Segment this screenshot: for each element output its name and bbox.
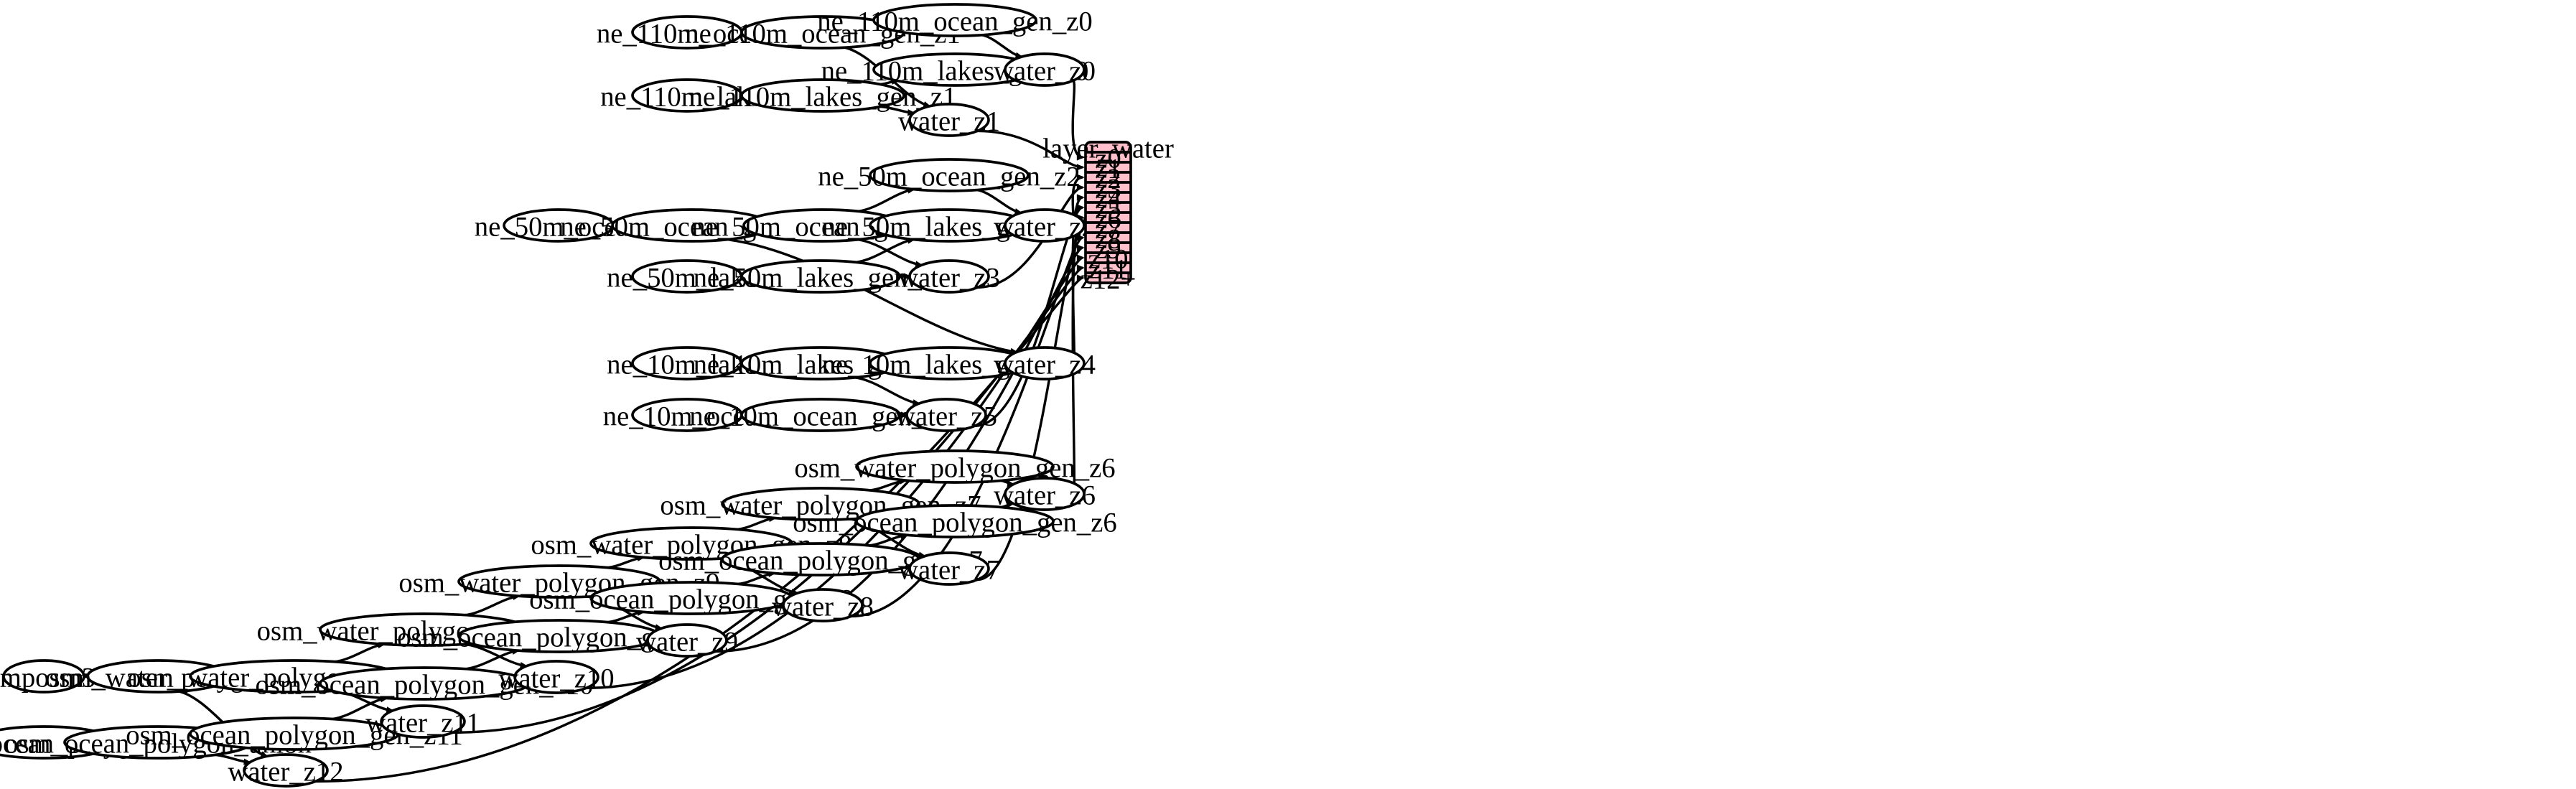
edge-arrowhead [1076,154,1085,161]
graph-edge [858,187,914,213]
graph-edge [857,238,922,267]
node-shape [513,660,599,694]
node-shape [646,623,728,658]
node-shape [740,259,901,294]
graph-edge [977,129,1083,169]
graph-node-osm_water_polygon_gen_z6[interactable]: osm_water_polygon_gen_z6 [794,449,1116,484]
node-shape [631,346,743,381]
node-shape [457,619,661,653]
edge-arrowhead [1076,194,1085,201]
graph-edge [976,188,1022,215]
row-hit-area[interactable] [1086,253,1131,263]
edge-arrowhead [1076,264,1085,271]
edge-arrowhead [903,273,912,280]
row-hit-area[interactable] [1086,182,1131,192]
graph-node-ne_50m_ocean_gen_z2[interactable]: ne_50m_ocean_gen_z2 [818,158,1081,192]
node-shape [631,78,743,113]
node-shape [869,158,1030,192]
row-hit-area[interactable] [1086,263,1131,273]
row-hit-area[interactable] [1086,273,1131,283]
node-shape [740,78,905,113]
node-shape [380,704,466,739]
edge-arrowhead [1076,274,1085,281]
node-shape [503,208,615,243]
node-shape [872,3,1037,37]
node-shape [631,259,743,294]
node-shape [855,449,1055,484]
graph-edge [465,594,519,617]
graph-edge [1071,79,1083,159]
node-shape [2,659,85,694]
node-shape [1004,477,1086,511]
edge-arrowhead [1076,254,1085,261]
edge-arrowhead [1076,204,1085,211]
graph-edge [854,376,919,405]
node-shape [908,551,990,586]
graph-edge [851,236,1083,618]
node-shape [1004,52,1086,87]
row-hit-area[interactable] [1086,162,1131,172]
edge-arrowhead [1076,164,1085,171]
graph-edge [981,34,1022,58]
graph-edge [715,246,1083,653]
node-shape [721,487,920,521]
node-shape [905,398,987,432]
node-shape [243,753,329,788]
edge-arrowhead [900,411,909,419]
row-hit-area[interactable] [1086,152,1131,162]
node-shape [631,398,743,432]
edge-arrowhead [1076,174,1085,181]
node-shape [631,15,743,50]
graph-edge [332,696,387,721]
node-shape [855,504,1055,538]
node-shape [1004,208,1086,243]
node-shape [1004,346,1086,381]
row-hit-area[interactable] [1086,233,1131,243]
edge-arrowhead [1076,184,1085,191]
node-shape [782,588,864,622]
graph-edge [335,643,384,663]
node-shape [908,259,990,294]
row-hit-area[interactable] [1086,172,1131,182]
row-hit-area[interactable] [1086,223,1131,233]
node-shape [189,716,400,751]
nodes-layer: imposm3osm_water_polygonosm_ocean_polygo… [0,3,1117,788]
graph-node-imposm3[interactable]: imposm3 [0,659,95,694]
row-hit-area[interactable] [1086,243,1131,253]
edge-arrowhead [1076,234,1085,241]
node-shape [740,398,901,432]
graph-edge [465,643,527,668]
graph-node-water_z3[interactable]: water_z3 [898,259,1000,294]
edge-arrowhead [1076,244,1085,251]
graph-edge [977,226,1083,582]
node-shape [721,542,920,576]
row-hit-area[interactable] [1086,192,1131,202]
graph-edge [315,276,1083,783]
node-shape [589,581,793,615]
graph-edge [727,238,1017,354]
node-shape [319,666,530,701]
node-shape [908,103,990,137]
row-hit-area[interactable] [1086,213,1131,223]
row-hit-area[interactable] [1086,202,1131,213]
